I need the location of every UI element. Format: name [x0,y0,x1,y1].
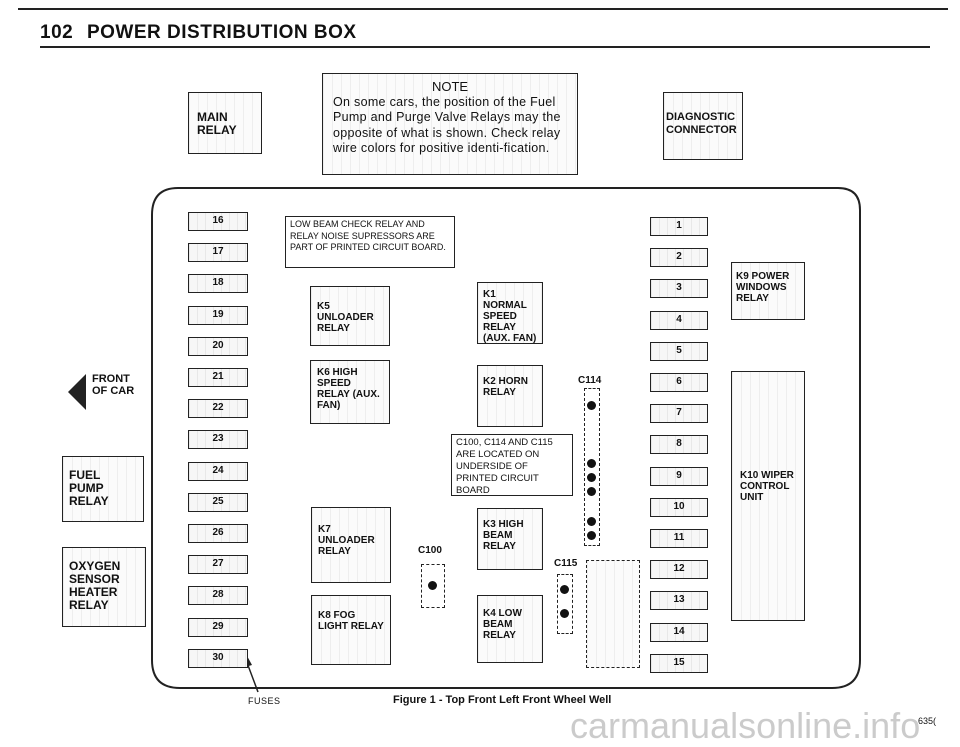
fuse-left: 16 [188,212,248,231]
fuse-right: 11 [650,529,708,548]
fuse-left: 27 [188,555,248,575]
header-underline [40,46,930,48]
c114-label: C114 [578,375,602,386]
fuse-right: 3 [650,279,708,299]
relay-k7: K7 UNLOADER RELAY [311,507,391,583]
watermark: carmanualsonline.info [570,705,921,746]
c115-pin [560,609,569,618]
c114-pin [587,459,596,468]
figure-caption: Figure 1 - Top Front Left Front Wheel We… [393,694,612,706]
front-of-car-label: FRONT OF CAR [92,373,135,397]
fuse-left: 25 [188,492,248,512]
relay-k2: K2 HORN RELAY [477,365,543,427]
fuse-left: 20 [188,336,248,356]
fuse-right: 10 [650,497,708,517]
relay-k6: K6 HIGH SPEED RELAY (AUX. FAN) [310,360,390,424]
note-body: On some cars, the position of the Fuel P… [333,94,561,156]
relay-k5: K5 UNLOADER RELAY [310,286,390,346]
c115-connector [557,574,573,634]
fuel-pump-relay-label: FUEL PUMP RELAY [69,468,109,508]
main-relay-label: MAIN RELAY [197,110,237,137]
oxygen-sensor-relay-box: OXYGEN SENSOR HEATER RELAY [62,547,146,627]
fuse-right: 6 [650,373,708,392]
main-relay-box: MAIN RELAY [188,92,262,154]
fuse-right: 7 [650,404,708,424]
fuse-left: 19 [188,305,248,325]
c115-label: C115 [554,558,578,569]
connector-location-note: C100, C114 and C115 ARE LOCATED ON UNDER… [451,434,573,496]
fuse-right: 5 [650,341,708,361]
fuse-left: 23 [188,430,248,450]
c100-pin [428,581,437,590]
page-title: POWER DISTRIBUTION BOX [86,22,357,43]
c114-pin [587,487,596,496]
relay-k1: K1 NORMAL SPEED RELAY (AUX. FAN) [477,282,543,344]
fuse-left: 26 [188,524,248,543]
relay-k9: K9 POWER WINDOWS RELAY [731,262,805,320]
page-header: 102 POWER DISTRIBUTION BOX [40,22,357,44]
page-number: 102 [40,22,74,43]
fuse-right: 13 [650,591,708,611]
diagnostic-connector-box: DIAGNOSTIC CONNECTOR [663,92,743,160]
fuse-left: 17 [188,243,248,263]
header-rule [18,8,948,10]
c114-pin [587,517,596,526]
note-heading: NOTE [431,79,469,94]
fuse-right: 9 [650,466,708,486]
fuse-right: 2 [650,248,708,268]
fuse-left: 28 [188,586,248,606]
front-arrow-icon [68,374,86,410]
fuse-left: 18 [188,274,248,294]
oxygen-sensor-relay-label: OXYGEN SENSOR HEATER RELAY [69,559,121,612]
fuse-right: 15 [650,653,708,673]
fuse-right: 14 [650,622,708,642]
fuses-label: FUSES [248,696,281,706]
fuse-right: 4 [650,310,708,330]
fuse-right: 1 [650,217,708,236]
relay-k8: K8 FOG LIGHT RELAY [311,595,391,665]
fuel-pump-relay-box: FUEL PUMP RELAY [62,456,144,522]
fuse-left: 21 [188,368,248,387]
note-box: NOTE On some cars, the position of the F… [322,73,578,175]
fuse-left: 24 [188,461,248,481]
fuse-right: 12 [650,560,708,580]
c115-pin [560,585,569,594]
fuse-right: 8 [650,435,708,455]
c114-pin [587,401,596,410]
low-beam-note: LOW BEAM CHECK RELAY AND RELAY NOISE SUP… [285,216,455,268]
figure-code: 635( [918,716,937,726]
relay-k10: K10 WIPER CONTROL UNIT [731,371,805,621]
diagnostic-connector-label: DIAGNOSTIC CONNECTOR [666,111,737,136]
c114-pin [587,531,596,540]
relay-k3: K3 HIGH BEAM RELAY [477,508,543,570]
relay-k4: K4 LOW BEAM RELAY [477,595,543,663]
fuse-left: 29 [188,617,248,637]
c115-housing [586,560,640,668]
c100-label: C100 [418,545,442,556]
c114-pin [587,473,596,482]
c114-connector [584,388,600,546]
c100-connector [421,564,445,608]
fuse-left: 30 [188,648,248,668]
fuse-left: 22 [188,399,248,419]
